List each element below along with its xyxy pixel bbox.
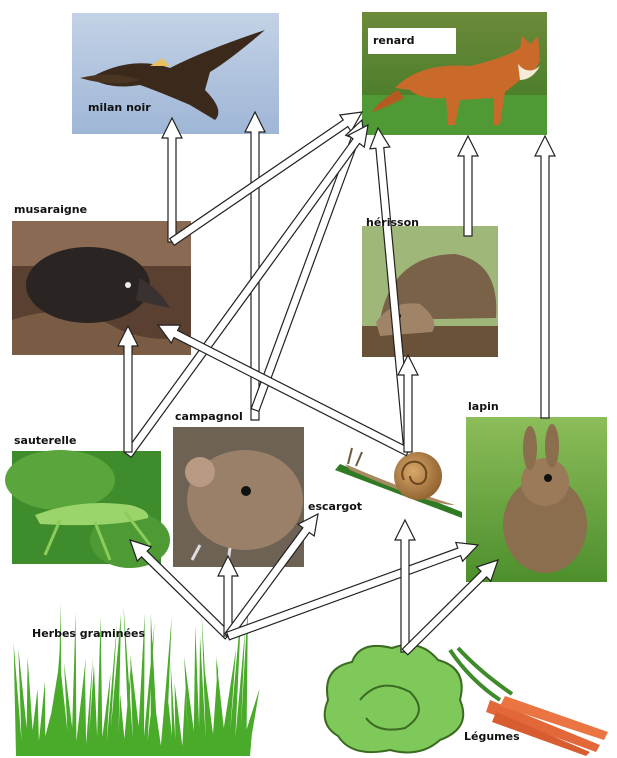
arrow-lapin-to-renard <box>535 136 555 418</box>
label-milan-noir: milan noir <box>88 101 151 114</box>
label-musaraigne: musaraigne <box>14 203 87 216</box>
label-escargot: escargot <box>308 500 362 513</box>
arrow-sauterelle-to-musaraigne <box>118 326 138 452</box>
label-legumes: Légumes <box>464 730 520 743</box>
musaraigne-image <box>12 221 191 355</box>
food-web-arrows <box>118 112 555 655</box>
milan-noir-image <box>72 13 279 134</box>
arrow-legumes-to-escargot <box>395 520 415 652</box>
herbes-graminees-image <box>14 576 260 756</box>
arrow-herisson-to-renard <box>458 136 478 236</box>
label-sauterelle: sauterelle <box>14 434 76 447</box>
campagnol-image <box>173 427 304 567</box>
lapin-image <box>466 417 607 582</box>
herisson-image <box>362 226 498 357</box>
label-campagnol: campagnol <box>175 410 243 423</box>
label-lapin: lapin <box>468 400 499 413</box>
label-herbes-graminees: Herbes graminées <box>32 627 145 640</box>
renard-image <box>362 12 547 135</box>
label-renard: renard <box>373 34 414 47</box>
arrow-legumes-to-lapin <box>402 560 498 655</box>
label-herisson: hérisson <box>366 216 419 229</box>
